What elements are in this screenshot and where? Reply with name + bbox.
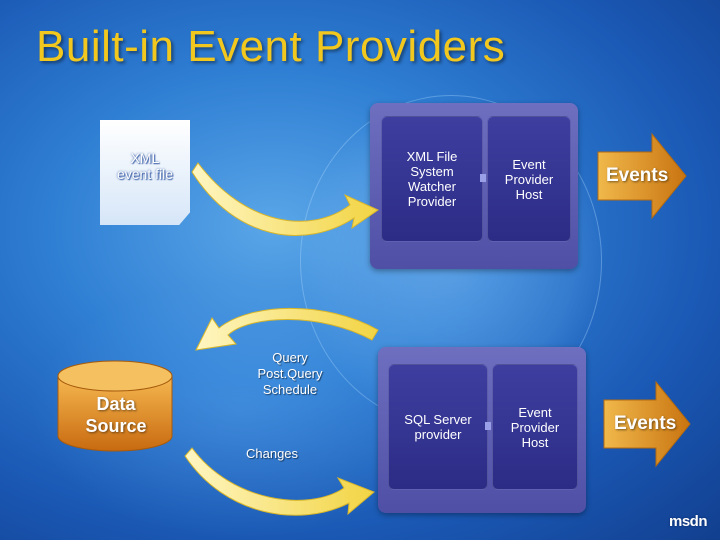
- query-schedule-label: Query Post.Query Schedule: [257, 350, 323, 397]
- events-label-top: Events: [606, 165, 669, 186]
- xml-document-icon: [100, 120, 190, 225]
- data-source-cylinder: [57, 360, 173, 452]
- events-arrow-top: [597, 132, 687, 220]
- event-provider-host-box-top: Event Provider Host: [487, 116, 571, 242]
- data-source-label: Data Source: [85, 394, 147, 436]
- arrow-datasource-to-provider: [184, 447, 375, 516]
- sql-server-provider-box: SQL Server provider: [388, 364, 488, 490]
- connector-bottom: [485, 422, 491, 430]
- events-arrow-bottom: [603, 380, 691, 468]
- xml-file-system-watcher-provider-box: XML File System Watcher Provider: [381, 116, 483, 242]
- arrow-provider-to-datasource: [195, 307, 379, 351]
- connector-top: [480, 174, 486, 182]
- arrow-xml-to-provider: [191, 162, 380, 236]
- events-label-bottom: Events: [614, 413, 677, 434]
- xml-event-file-label: XML event file: [116, 150, 174, 182]
- event-provider-host-box-bottom: Event Provider Host: [492, 364, 578, 490]
- msdn-logo: msdn: [669, 513, 708, 530]
- slide-title: Built-in Event Providers: [36, 22, 506, 71]
- changes-label: Changes: [246, 446, 299, 461]
